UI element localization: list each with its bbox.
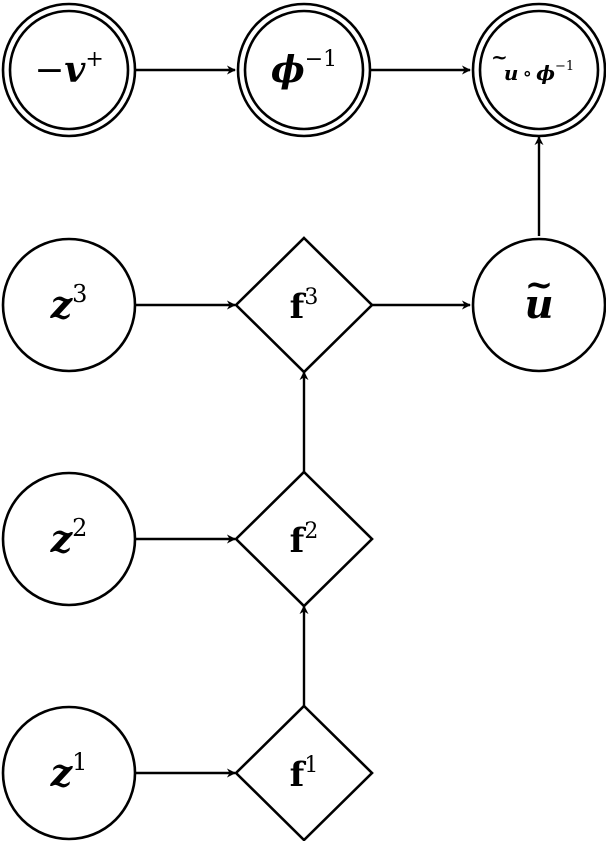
svg-text:u∘ϕ−1: u∘ϕ−1: [504, 59, 574, 85]
node-f2: f2: [234, 470, 374, 608]
z1-superscript: 1: [72, 748, 87, 776]
phi-superscript: −1: [305, 47, 337, 72]
svg-text:f2: f2: [290, 519, 319, 561]
svg-text:z2: z2: [50, 514, 88, 561]
edges: [136, 65, 544, 778]
node-z2: z2: [1, 471, 137, 607]
z2-symbol: z: [50, 516, 74, 561]
svg-text:ϕ−1: ϕ−1: [271, 47, 337, 91]
z3-symbol: z: [50, 282, 74, 327]
u-symbol: u: [524, 281, 553, 328]
u-tilde-mark: ~: [525, 265, 554, 305]
f1-superscript: 1: [304, 753, 318, 778]
svg-text:−v+: −v+: [34, 47, 104, 91]
node-neg-v-plus: −v+: [1, 2, 137, 138]
f1-symbol: f: [290, 755, 307, 795]
u-tilde-mark-small: ~: [491, 45, 508, 69]
node-u-tilde-composed-phi-inverse: ~ u∘ϕ−1: [471, 2, 606, 138]
f2-symbol: f: [290, 521, 307, 561]
u-symbol-small: u: [504, 61, 519, 85]
v-superscript: +: [85, 47, 103, 72]
node-z3: z3: [1, 237, 137, 373]
f2-superscript: 2: [304, 519, 318, 544]
node-f3: f3: [234, 236, 374, 374]
svg-text:z1: z1: [50, 748, 88, 795]
phi-symbol: ϕ: [271, 49, 305, 91]
node-z1: z1: [1, 705, 137, 841]
z3-superscript: 3: [72, 280, 87, 308]
svg-text:z3: z3: [50, 280, 88, 327]
z2-superscript: 2: [72, 514, 87, 542]
node-u-tilde: ~ u: [471, 237, 606, 373]
node-f1: f1: [234, 704, 374, 841]
node-phi-inverse: ϕ−1: [236, 2, 372, 138]
neg-sign: −: [34, 50, 64, 91]
svg-text:f3: f3: [290, 285, 319, 327]
f3-superscript: 3: [304, 285, 318, 310]
svg-text:f1: f1: [290, 753, 319, 795]
compose-operator: ∘: [522, 61, 532, 85]
phi-symbol-small: ϕ: [536, 61, 555, 85]
z1-symbol: z: [50, 750, 74, 795]
f3-symbol: f: [290, 287, 307, 327]
phi-superscript-small: −1: [555, 59, 574, 74]
v-symbol: v: [64, 49, 86, 91]
